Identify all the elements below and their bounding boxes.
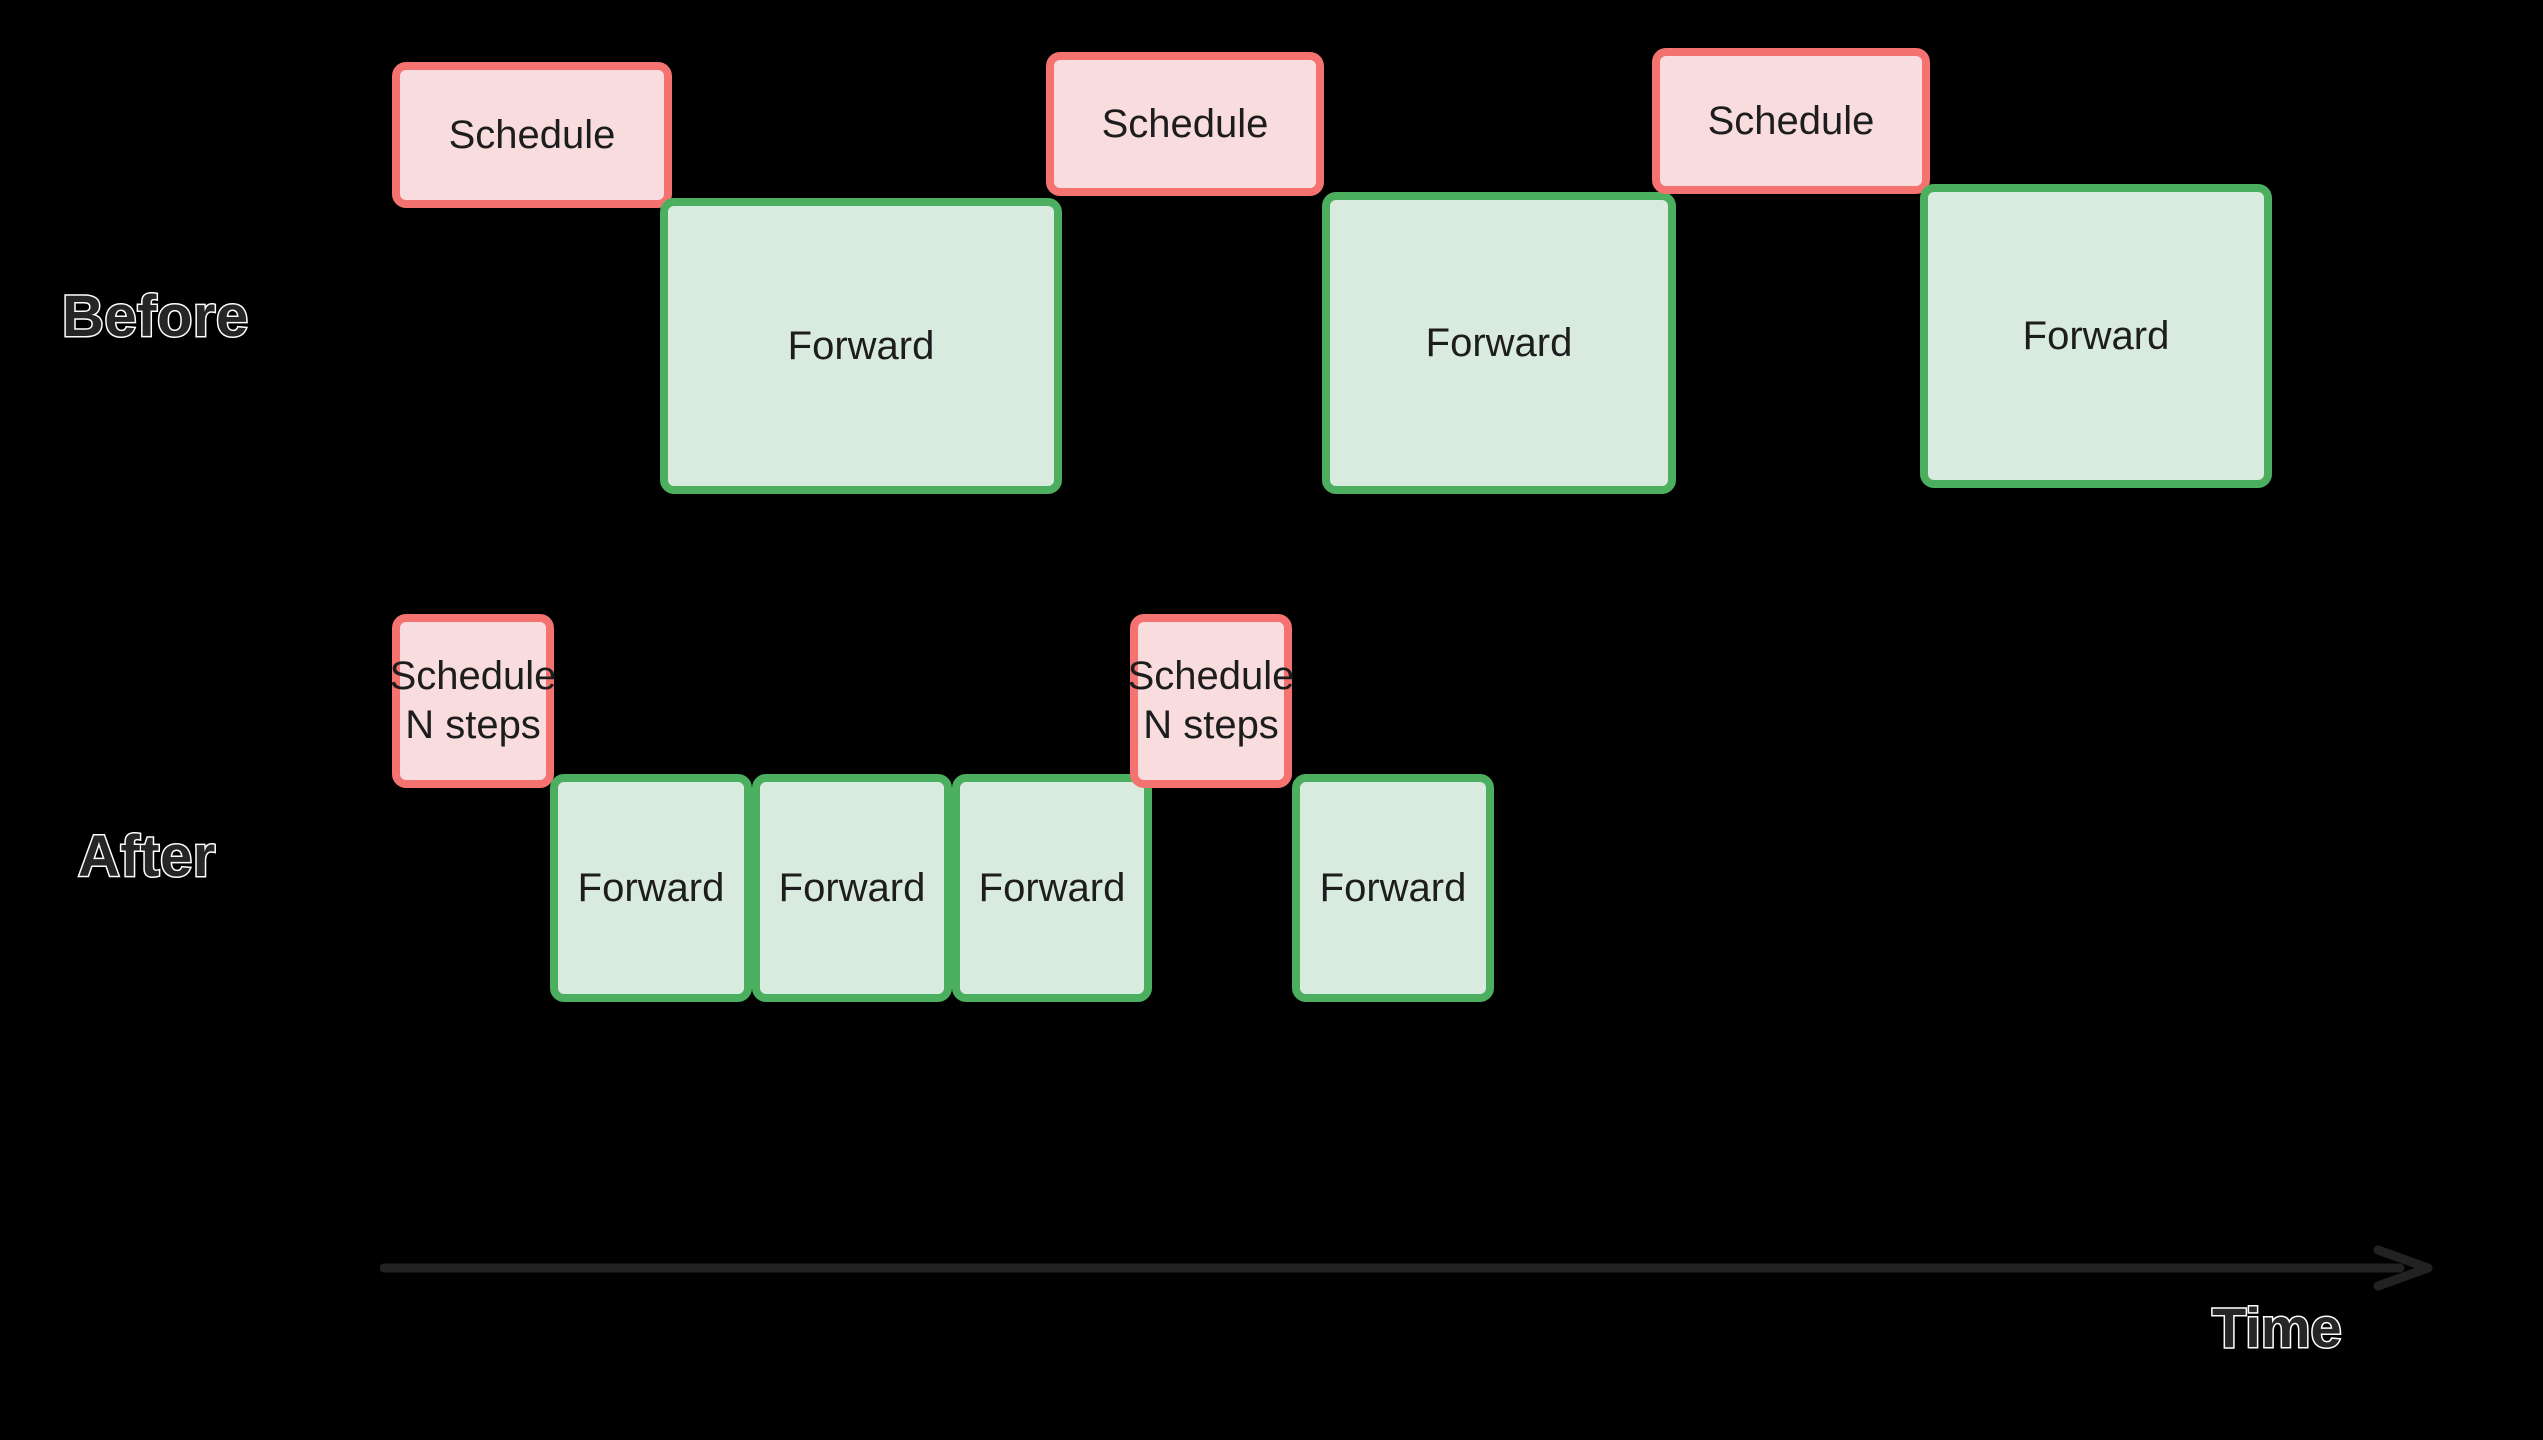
time-axis-arrow-icon	[380, 1245, 2433, 1291]
after-forward-box-4: Forward	[1292, 774, 1494, 1002]
before-schedule-box-1: Schedule	[392, 62, 672, 208]
row-label-after: After	[77, 824, 217, 889]
before-schedule-box-2: Schedule	[1046, 52, 1324, 196]
after-forward-box-3: Forward	[952, 774, 1152, 1002]
before-forward-box-1: Forward	[660, 198, 1062, 494]
before-forward-box-2: Forward	[1322, 192, 1676, 494]
after-forward-box-1: Forward	[550, 774, 752, 1002]
time-axis-label: Time	[2211, 1296, 2344, 1359]
row-label-before: Before	[61, 284, 250, 349]
before-schedule-box-3: Schedule	[1652, 48, 1930, 194]
after-schedule-n-steps-box-2: Schedule N steps	[1128, 614, 1294, 788]
before-forward-box-3: Forward	[1920, 184, 2272, 488]
after-schedule-n-steps-box-1: Schedule N steps	[390, 614, 556, 788]
after-forward-box-2: Forward	[752, 774, 952, 1002]
